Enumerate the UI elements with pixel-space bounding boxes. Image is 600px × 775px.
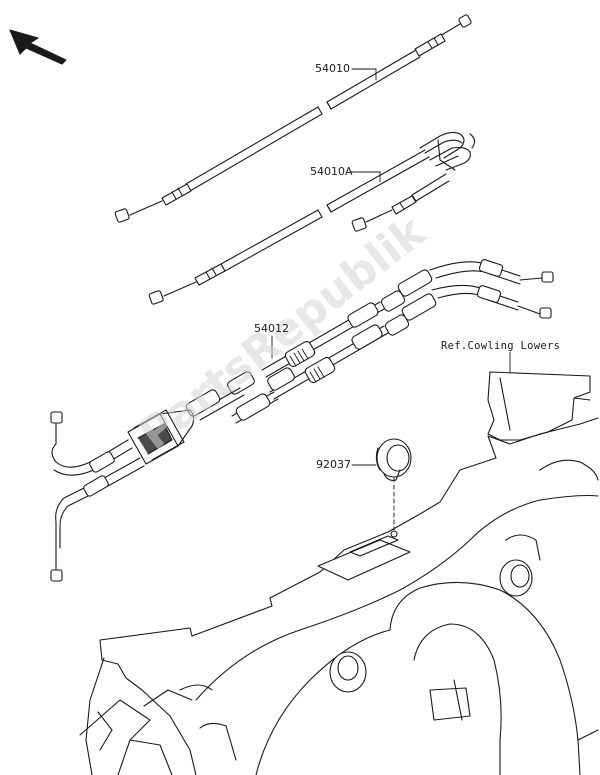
part-label-54012: 54012 — [254, 322, 289, 335]
cable-54010A — [148, 131, 476, 305]
leader-lines — [271, 68, 511, 531]
part-label-54010A: 54010A — [310, 165, 353, 178]
cowling-frame — [79, 371, 599, 775]
grommet-92037 — [375, 438, 412, 481]
reference-label: Ref.Cowling Lowers — [441, 340, 561, 352]
cable-54012 — [50, 259, 554, 582]
part-label-92037: 92037 — [316, 458, 351, 471]
part-label-54010: 54010 — [315, 62, 350, 75]
cable-54010 — [114, 14, 472, 223]
arrow-front-left-icon — [9, 29, 67, 65]
